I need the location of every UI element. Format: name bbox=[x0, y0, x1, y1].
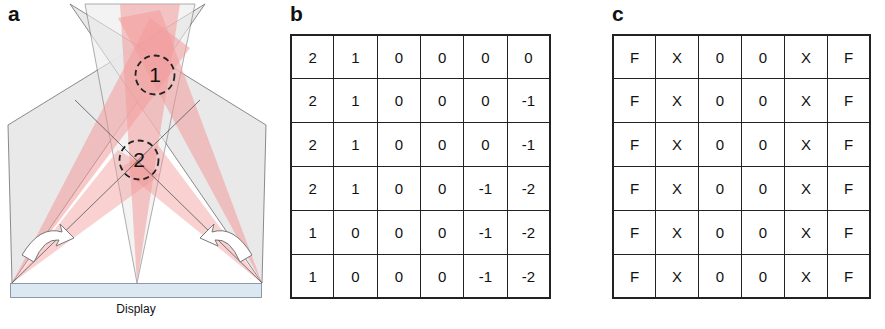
table-cell: 1 bbox=[333, 78, 377, 123]
table-cell: 1 bbox=[333, 34, 377, 79]
table-cell: 0 bbox=[420, 122, 464, 167]
table-cell: X bbox=[655, 78, 699, 123]
panel-letter: a bbox=[8, 2, 20, 26]
table-cell: 2 bbox=[290, 122, 334, 167]
table-cell: -1 bbox=[507, 122, 551, 167]
table-cell: 1 bbox=[333, 166, 377, 211]
table-cell: 0 bbox=[698, 254, 742, 299]
table-cell: X bbox=[784, 254, 828, 299]
table-cell: X bbox=[655, 254, 699, 299]
table-cell: 0 bbox=[377, 166, 421, 211]
table-cell: 0 bbox=[377, 254, 421, 299]
table-cell: 0 bbox=[420, 166, 464, 211]
table-cell: X bbox=[655, 122, 699, 167]
table-cell: 0 bbox=[741, 122, 785, 167]
table-cell: 0 bbox=[420, 210, 464, 255]
table-cell: 0 bbox=[333, 210, 377, 255]
table-cell: 0 bbox=[698, 166, 742, 211]
table-cell: 0 bbox=[741, 254, 785, 299]
table-cell: 0 bbox=[741, 166, 785, 211]
table-cell: F bbox=[827, 78, 871, 123]
table-cell: 0 bbox=[698, 122, 742, 167]
table-cell: 0 bbox=[333, 254, 377, 299]
view-zone-circle: 1 bbox=[134, 54, 176, 96]
table-cell: 1 bbox=[290, 210, 334, 255]
table-cell: X bbox=[784, 166, 828, 211]
table-cell: F bbox=[612, 122, 656, 167]
callout-number: 1 bbox=[134, 54, 176, 96]
table-cell: 0 bbox=[377, 122, 421, 167]
table-cell: F bbox=[612, 254, 656, 299]
table-cell: 0 bbox=[420, 78, 464, 123]
table-cell: X bbox=[655, 210, 699, 255]
table-cell: 0 bbox=[698, 34, 742, 79]
table-cell: X bbox=[655, 34, 699, 79]
table-cell: F bbox=[612, 166, 656, 211]
table-cell: 2 bbox=[290, 78, 334, 123]
table-cell: 0 bbox=[377, 34, 421, 79]
table-cell: X bbox=[784, 122, 828, 167]
table-cell: F bbox=[612, 78, 656, 123]
display-panel: Display bbox=[10, 283, 262, 298]
table-cell: 0 bbox=[463, 34, 507, 79]
table-cell: -2 bbox=[507, 166, 551, 211]
table-cell: 0 bbox=[698, 210, 742, 255]
table-cell: 0 bbox=[463, 78, 507, 123]
table-cell: F bbox=[827, 210, 871, 255]
view-zone-circle: 2 bbox=[118, 139, 160, 181]
table-cell: -1 bbox=[463, 166, 507, 211]
table-cell: X bbox=[784, 34, 828, 79]
table-cell: -2 bbox=[507, 210, 551, 255]
table-cell: X bbox=[655, 166, 699, 211]
table-cell: 1 bbox=[290, 254, 334, 299]
table-cell: F bbox=[827, 166, 871, 211]
table-cell: F bbox=[612, 34, 656, 79]
table-cell: 1 bbox=[333, 122, 377, 167]
table-cell: F bbox=[827, 122, 871, 167]
table-cell: 0 bbox=[507, 34, 551, 79]
table-cell: X bbox=[784, 78, 828, 123]
table-cell: 0 bbox=[420, 34, 464, 79]
callout-number: 2 bbox=[118, 139, 160, 181]
table-cell: -1 bbox=[507, 78, 551, 123]
table-cell: 0 bbox=[741, 210, 785, 255]
panel-letter: c bbox=[612, 2, 624, 26]
table-cell: F bbox=[612, 210, 656, 255]
table-cell: X bbox=[784, 210, 828, 255]
table-cell: 0 bbox=[377, 78, 421, 123]
table-cell: -1 bbox=[463, 210, 507, 255]
table-cell: 0 bbox=[741, 78, 785, 123]
table-cell: 0 bbox=[698, 78, 742, 123]
table-cell: 2 bbox=[290, 166, 334, 211]
table-cell: -2 bbox=[507, 254, 551, 299]
panel-letter: b bbox=[290, 2, 303, 26]
table-cell: F bbox=[827, 254, 871, 299]
table-cell: F bbox=[827, 34, 871, 79]
table-cell: 0 bbox=[463, 122, 507, 167]
table-cell: -1 bbox=[463, 254, 507, 299]
table-cell: 2 bbox=[290, 34, 334, 79]
table-cell: 0 bbox=[377, 210, 421, 255]
display-label: Display bbox=[11, 302, 261, 316]
table-cell: 0 bbox=[741, 34, 785, 79]
table-cell: 0 bbox=[420, 254, 464, 299]
